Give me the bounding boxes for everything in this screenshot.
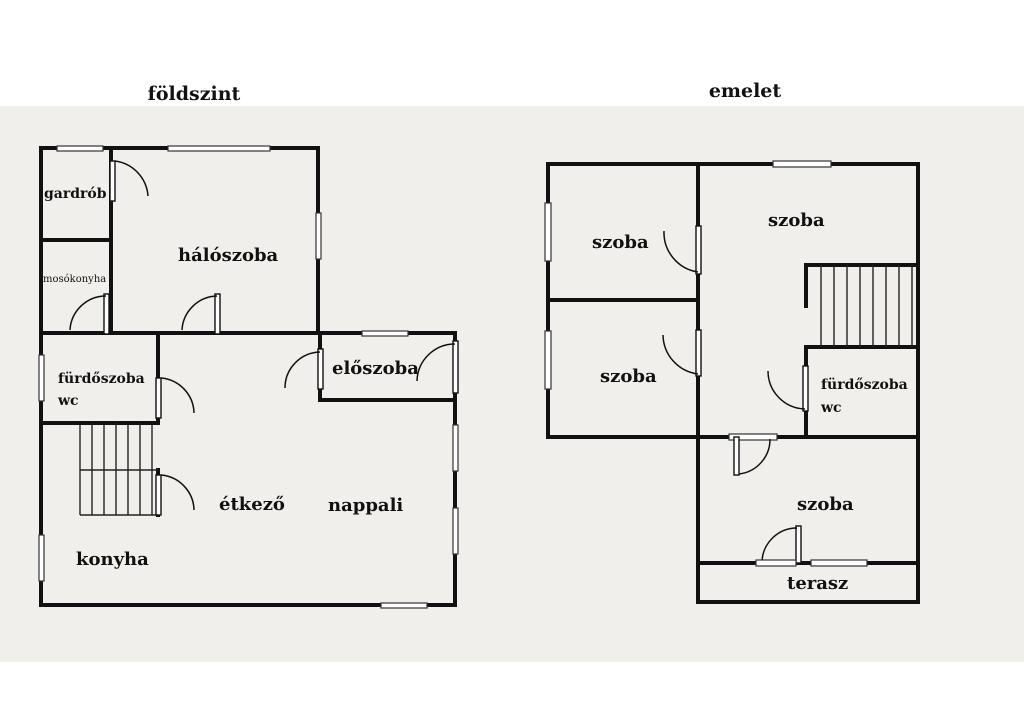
- room-label-wc: wc: [57, 393, 79, 409]
- room-label-szoba-top-left: szoba: [592, 232, 649, 253]
- room-label-etkezo: étkező: [219, 494, 285, 515]
- room-label-wc-upper: wc: [820, 400, 842, 416]
- room-label-szoba-mid-left: szoba: [600, 366, 657, 387]
- ground-floor-title: földszint: [148, 83, 241, 105]
- room-label-szoba-bottom: szoba: [797, 494, 854, 515]
- ground-stairs: [79, 423, 158, 516]
- room-label-nappali: nappali: [328, 495, 403, 516]
- upper-doors: [662, 225, 868, 567]
- upper-floor: emelet: [544, 80, 920, 604]
- room-label-szoba-top-right: szoba: [768, 210, 825, 231]
- room-label-furdoszoba-upper: fürdőszoba: [821, 377, 908, 393]
- ground-windows: [38, 145, 459, 609]
- room-label-eloszoba: előszoba: [332, 358, 419, 379]
- ground-doors: [69, 160, 459, 516]
- room-label-konyha: konyha: [76, 549, 149, 570]
- upper-stairs: [820, 265, 913, 347]
- ground-floor: földszint: [38, 83, 459, 609]
- upper-floor-title: emelet: [709, 80, 782, 102]
- room-label-terasz: terasz: [787, 573, 848, 594]
- room-label-haloszoba: hálószoba: [178, 245, 279, 266]
- upper-windows: [544, 160, 832, 441]
- room-label-gardrob: gardrób: [44, 186, 107, 202]
- room-label-mosokonyha: mosókonyha: [43, 274, 106, 285]
- background-panel: [0, 106, 1024, 662]
- room-label-furdoszoba: fürdőszoba: [58, 371, 145, 387]
